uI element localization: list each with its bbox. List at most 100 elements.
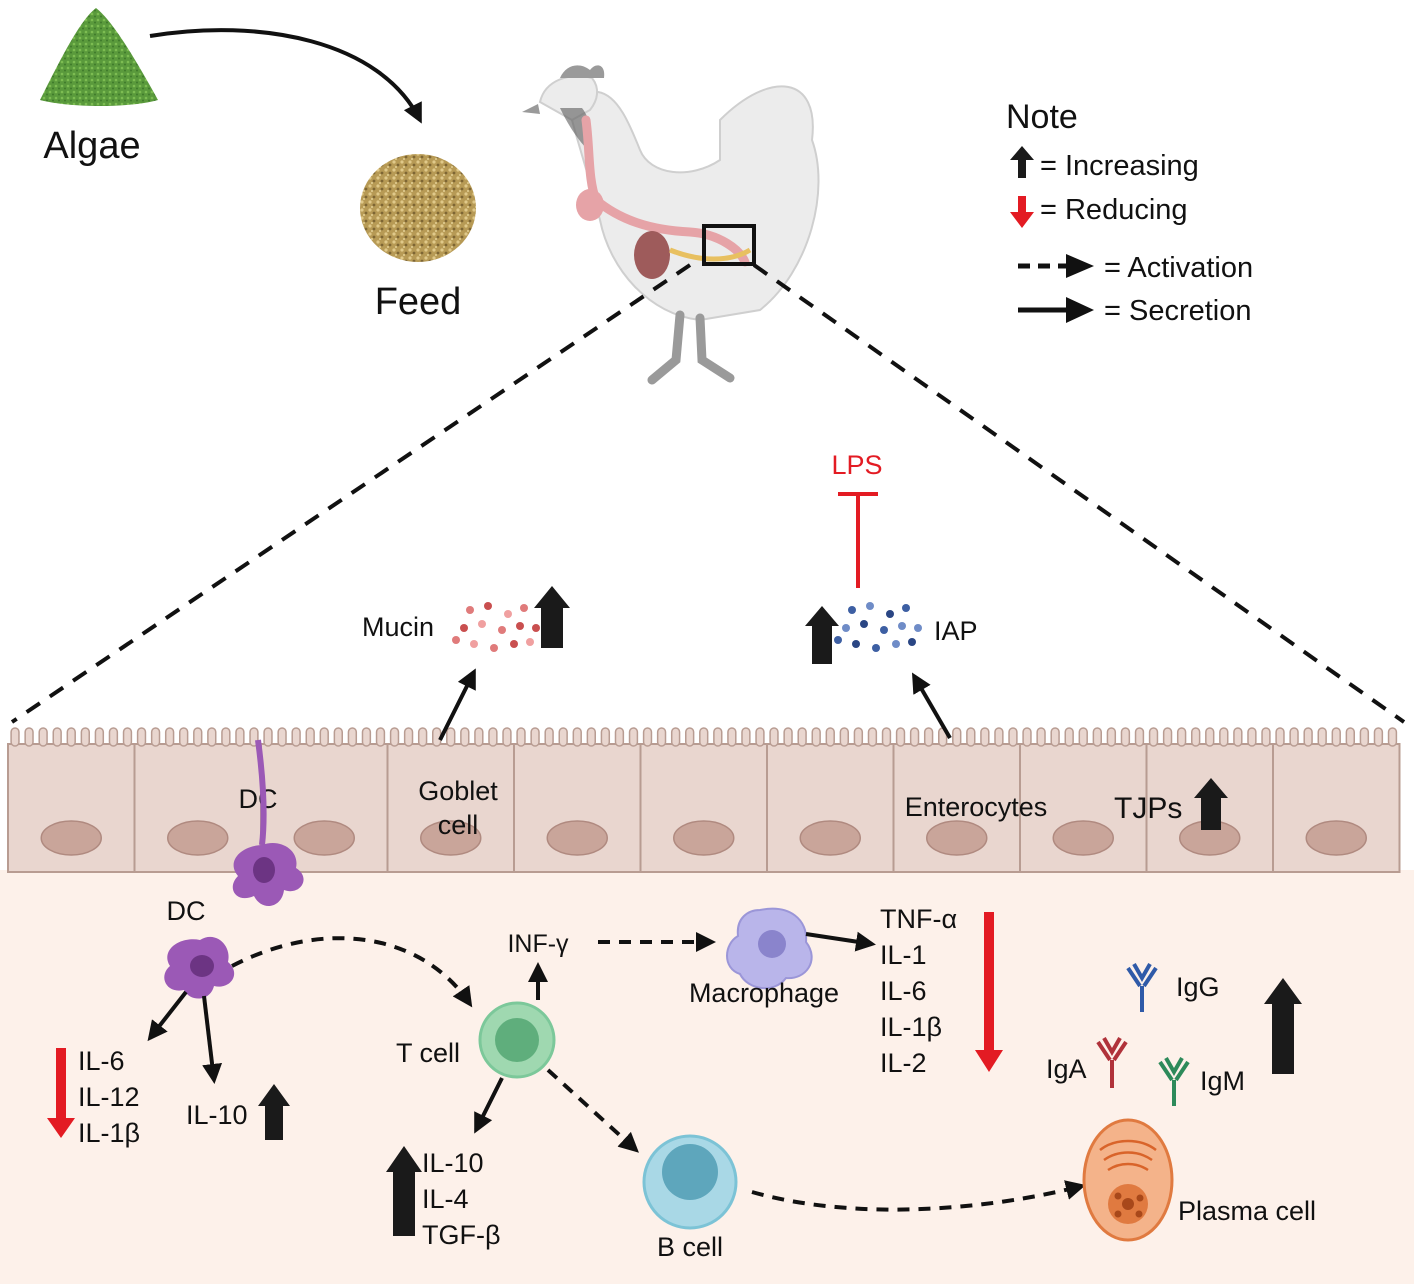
microvillus: [867, 727, 878, 747]
legend-activation: = Activation: [1104, 252, 1253, 284]
microvillus: [1275, 727, 1285, 747]
microvillus: [122, 727, 133, 747]
legend-activation-head-icon: [1066, 254, 1094, 278]
iap-granule: [848, 606, 856, 614]
mucin-label: Mucin: [362, 612, 434, 642]
microvillus: [460, 727, 470, 747]
tjps-up-arrow-icon: [1194, 778, 1228, 830]
microvillus: [179, 727, 189, 747]
microvillus: [52, 727, 62, 747]
microvillus: [923, 727, 934, 747]
microvillus: [108, 727, 119, 747]
microvillus: [656, 727, 667, 747]
microvillus: [38, 727, 48, 747]
iga-label: IgA: [1046, 1054, 1087, 1084]
iap-granules: [834, 602, 922, 652]
microvillus: [600, 727, 611, 747]
microvillus: [136, 727, 147, 747]
zoom-line-left: [10, 263, 692, 724]
microvillus: [1148, 727, 1159, 747]
iap-granule: [880, 626, 888, 634]
igg-label: IgG: [1176, 972, 1220, 1002]
t-up-2: IL-4: [422, 1184, 469, 1214]
microvillus: [1247, 727, 1257, 747]
microvillus: [235, 727, 245, 747]
microvillus: [94, 727, 105, 747]
microvillus: [516, 727, 526, 747]
legend-secretion: = Secretion: [1104, 295, 1252, 327]
microvillus: [488, 727, 498, 747]
cell-nucleus: [293, 820, 355, 856]
mucin-granule: [520, 604, 528, 612]
microvillus: [642, 727, 653, 747]
dc-epithelial-icon: [232, 739, 304, 907]
microvillus: [530, 727, 540, 747]
mucin-granule: [470, 640, 478, 648]
microvillus: [1008, 727, 1018, 747]
microvillus: [1036, 727, 1046, 747]
microvillus: [305, 727, 315, 747]
microvillus: [193, 727, 203, 747]
mac-down-5: IL-2: [880, 1048, 927, 1078]
microvillus: [825, 727, 835, 747]
igm-label: IgM: [1200, 1066, 1245, 1096]
microvillus: [966, 727, 976, 747]
microvillus: [909, 727, 920, 747]
cell-nucleus: [167, 820, 229, 856]
iap-granule: [872, 644, 880, 652]
microvillus: [769, 727, 779, 747]
dc-to-il6-arrow: [147, 990, 188, 1042]
microvillus: [446, 727, 456, 747]
tcell-up-arrow-icon: [386, 1146, 422, 1236]
microvillus: [811, 727, 821, 747]
microvillus: [1120, 727, 1131, 747]
legend: Note = Increasing = Reducing = Activatio…: [1006, 98, 1253, 327]
iap-granule: [852, 640, 860, 648]
goblet-secretion-arrow: [438, 668, 476, 741]
microvillus: [403, 727, 414, 747]
cell-nucleus: [799, 820, 861, 856]
microvillus: [881, 727, 892, 747]
legend-up-arrow-icon: [1010, 146, 1034, 178]
microvillus: [839, 727, 849, 747]
epithelium-layer: [7, 727, 1401, 873]
microvillus: [207, 727, 217, 747]
microvillus: [1134, 727, 1145, 747]
microvillus: [670, 727, 681, 747]
macrophage-down-arrow-icon: [975, 912, 1003, 1072]
microvillus: [544, 727, 554, 747]
mac-down-2: IL-1: [880, 940, 927, 970]
dc-to-tcell-arrow: [231, 936, 473, 1008]
microvillus: [1359, 727, 1370, 747]
microvillus: [1064, 727, 1074, 747]
igg-antibody-icon: [1126, 963, 1158, 1012]
dc-lamina-label: DC: [167, 896, 206, 926]
microvillus: [614, 727, 625, 747]
macrophage-secretion-arrow: [805, 931, 876, 952]
enterocytes-label: Enterocytes: [905, 792, 1048, 822]
tjps-label: TJPs: [1114, 792, 1182, 825]
microvillus: [1162, 727, 1173, 747]
b-cell-label: B cell: [657, 1232, 723, 1262]
microvillus: [1233, 727, 1243, 747]
mucin-up-arrow-icon: [534, 586, 570, 648]
iap-up-arrow-icon: [805, 606, 839, 664]
dc-up-1: IL-10: [186, 1100, 248, 1130]
mucin-granule: [452, 636, 460, 644]
cell-nucleus: [40, 820, 102, 856]
iap-label: IAP: [934, 616, 978, 646]
microvillus: [853, 727, 864, 747]
microvillus: [713, 727, 723, 747]
microvillus: [221, 727, 231, 747]
mac-down-4: IL-1β: [880, 1012, 942, 1042]
microvillus: [1078, 727, 1088, 747]
legend-secretion-head-icon: [1066, 297, 1094, 323]
t-cell-icon: [478, 1001, 556, 1079]
dc-down-2: IL-12: [78, 1082, 140, 1112]
dc-lamina-icon: [164, 936, 235, 999]
microvillus: [1331, 727, 1341, 747]
iap-granule: [866, 602, 874, 610]
cell-nucleus: [420, 820, 482, 856]
microvillus: [1345, 727, 1355, 747]
